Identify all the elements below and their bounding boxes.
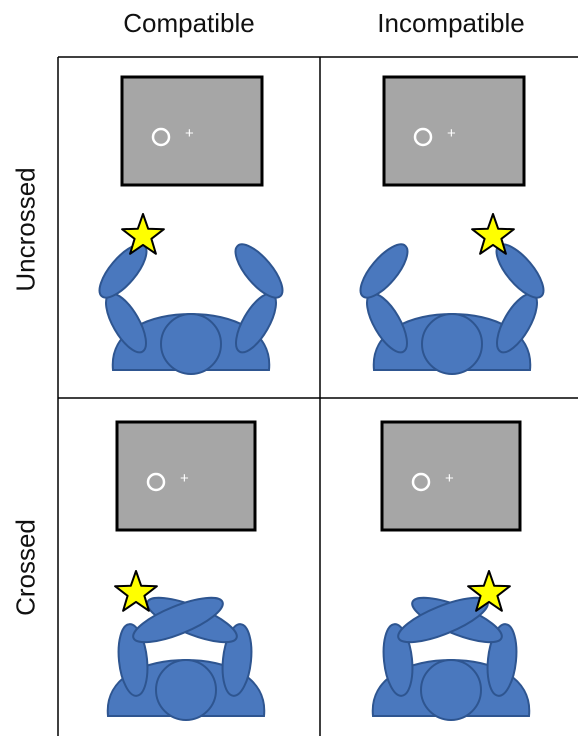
fixation-cross: +: [180, 470, 189, 487]
participant-figure: [106, 596, 266, 721]
cell-uncrossed-incompatible: +: [359, 75, 545, 375]
fixation-cross: +: [185, 125, 194, 142]
monitor-screen: +: [120, 75, 264, 187]
monitor-screen: +: [115, 420, 257, 532]
cell-crossed-compatible: +: [106, 420, 266, 721]
participant-figure: [98, 243, 284, 375]
participant-figure: [371, 596, 531, 721]
column-header-incompatible: Incompatible: [377, 8, 525, 38]
target-circle: [411, 472, 431, 492]
grid-lines: [57, 56, 578, 736]
target-circle: [413, 127, 433, 147]
fixation-cross: +: [445, 470, 454, 487]
monitor-screen: +: [380, 420, 522, 532]
fixation-cross: +: [447, 125, 456, 142]
cell-crossed-incompatible: +: [371, 420, 531, 721]
monitor-screen: +: [382, 75, 526, 187]
target-circle: [146, 472, 166, 492]
column-header-compatible: Compatible: [123, 8, 255, 38]
cell-uncrossed-compatible: +: [98, 75, 284, 375]
target-circle: [151, 127, 171, 147]
participant-figure: [359, 243, 545, 375]
